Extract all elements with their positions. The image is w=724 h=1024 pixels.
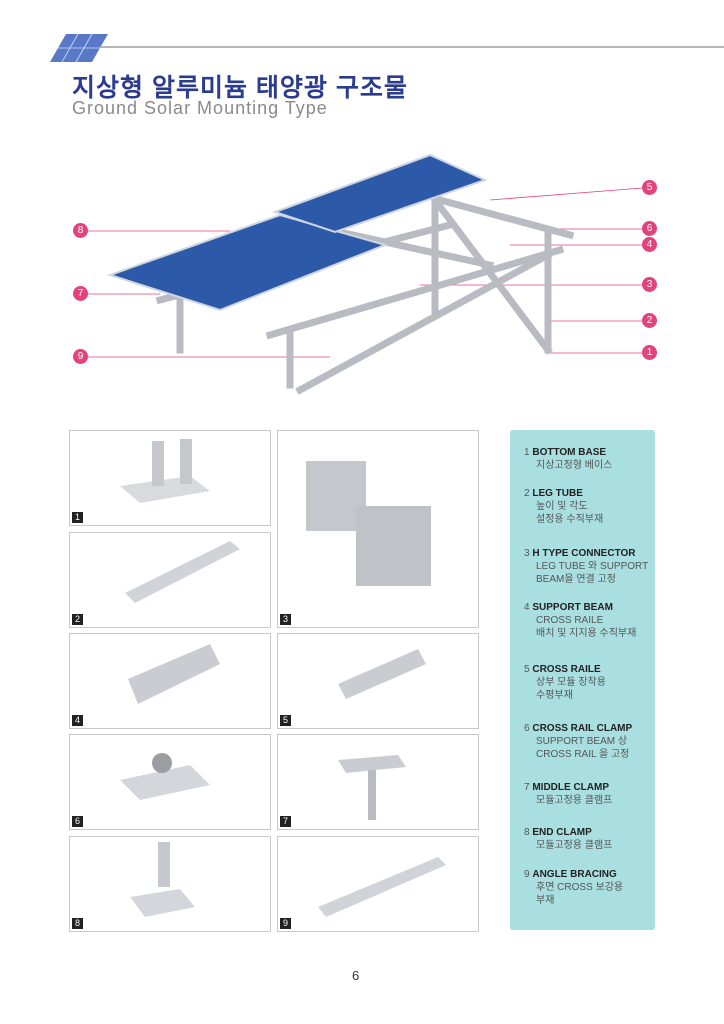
legend-desc: 수평부재 [536, 690, 573, 701]
legend-num: 6 [524, 723, 530, 734]
legend-desc: CROSS RAILE [536, 615, 604, 626]
callout-2: 2 [642, 313, 657, 328]
legend-desc: 높이 및 각도 [536, 501, 588, 512]
legend-name: BOTTOM BASE [532, 447, 607, 458]
callout-5: 5 [642, 180, 657, 195]
part-image-bottom-base: 1 [69, 430, 271, 526]
legend-desc: 배치 및 지지용 수직부재 [536, 628, 637, 639]
part-number: 7 [280, 816, 291, 827]
solar-panel-logo-icon [50, 33, 108, 63]
legend-name: LEG TUBE [532, 488, 583, 499]
legend-desc: 설정용 수직부재 [536, 514, 604, 525]
callout-4: 4 [642, 237, 657, 252]
legend-num: 2 [524, 488, 530, 499]
legend-name: CROSS RAILE [532, 664, 601, 675]
parts-legend: 1 BOTTOM BASE 지상고정형 베이스 2 LEG TUBE 높이 및 각도… [510, 430, 655, 930]
header-rule [100, 46, 724, 48]
part-number: 8 [72, 918, 83, 929]
legend-num: 9 [524, 869, 530, 880]
part-image-support-beam: 4 [69, 633, 271, 729]
legend-desc: 상부 모듈 장착용 [536, 677, 606, 688]
page-title: 지상형 알루미늄 태양광 구조물 [72, 74, 408, 102]
page-number: 6 [352, 968, 360, 983]
callout-8: 8 [73, 223, 88, 238]
legend-name: MIDDLE CLAMP [532, 782, 610, 793]
part-number: 2 [72, 614, 83, 625]
part-image-end-clamp: 8 [69, 836, 271, 932]
legend-item: 4 SUPPORT BEAM CROSS RAILE 배치 및 지지용 수직부재 [524, 601, 636, 640]
legend-num: 8 [524, 827, 530, 838]
legend-item: 3 H TYPE CONNECTOR LEG TUBE 와 SUPPORT BEAM… [524, 547, 648, 586]
legend-num: 4 [524, 602, 530, 613]
legend-desc: CROSS RAIL 을 고정 [536, 749, 630, 760]
mounting-structure-illustration [88, 153, 643, 395]
part-number: 9 [280, 918, 291, 929]
part-number: 4 [72, 715, 83, 726]
legend-name: H TYPE CONNECTOR [532, 548, 636, 559]
callout-6: 6 [642, 221, 657, 236]
legend-item: 7 MIDDLE CLAMP 모듈고정용 클램프 [524, 781, 612, 807]
callout-7: 7 [73, 286, 88, 301]
legend-name: ANGLE BRACING [532, 869, 617, 880]
page-subtitle: Ground Solar Mounting Type [72, 98, 328, 118]
legend-num: 7 [524, 782, 530, 793]
part-image-leg-tube: 2 [69, 532, 271, 628]
legend-desc: 모듈고정용 클램프 [536, 840, 613, 851]
legend-desc: 모듈고정용 클램프 [536, 795, 613, 806]
legend-num: 5 [524, 664, 530, 675]
legend-num: 3 [524, 548, 530, 559]
legend-item: 8 END CLAMP 모듈고정용 클램프 [524, 826, 612, 852]
legend-name: CROSS RAIL CLAMP [532, 723, 633, 734]
part-number: 3 [280, 614, 291, 625]
legend-item: 1 BOTTOM BASE 지상고정형 베이스 [524, 446, 612, 472]
legend-desc: 후면 CROSS 보강용 [536, 882, 624, 893]
part-image-h-type-connector: 3 [277, 430, 479, 628]
part-image-middle-clamp: 7 [277, 734, 479, 830]
legend-desc: SUPPORT BEAM 상 [536, 736, 628, 747]
legend-num: 1 [524, 447, 530, 458]
part-image-cross-raile: 5 [277, 633, 479, 729]
legend-desc: BEAM을 연결 고정 [536, 574, 616, 585]
legend-desc: LEG TUBE 와 SUPPORT [536, 561, 649, 572]
part-image-cross-rail-clamp: 6 [69, 734, 271, 830]
part-number: 6 [72, 816, 83, 827]
part-image-angle-bracing: 9 [277, 836, 479, 932]
callout-3: 3 [642, 277, 657, 292]
legend-name: END CLAMP [532, 827, 592, 838]
part-number: 1 [72, 512, 83, 523]
callout-1: 1 [642, 345, 657, 360]
legend-name: SUPPORT BEAM [532, 602, 613, 613]
part-number: 5 [280, 715, 291, 726]
legend-desc: 부재 [536, 895, 555, 906]
callout-9: 9 [73, 349, 88, 364]
legend-item: 6 CROSS RAIL CLAMP SUPPORT BEAM 상 CROSS RA… [524, 722, 632, 761]
legend-desc: 지상고정형 베이스 [536, 460, 613, 471]
